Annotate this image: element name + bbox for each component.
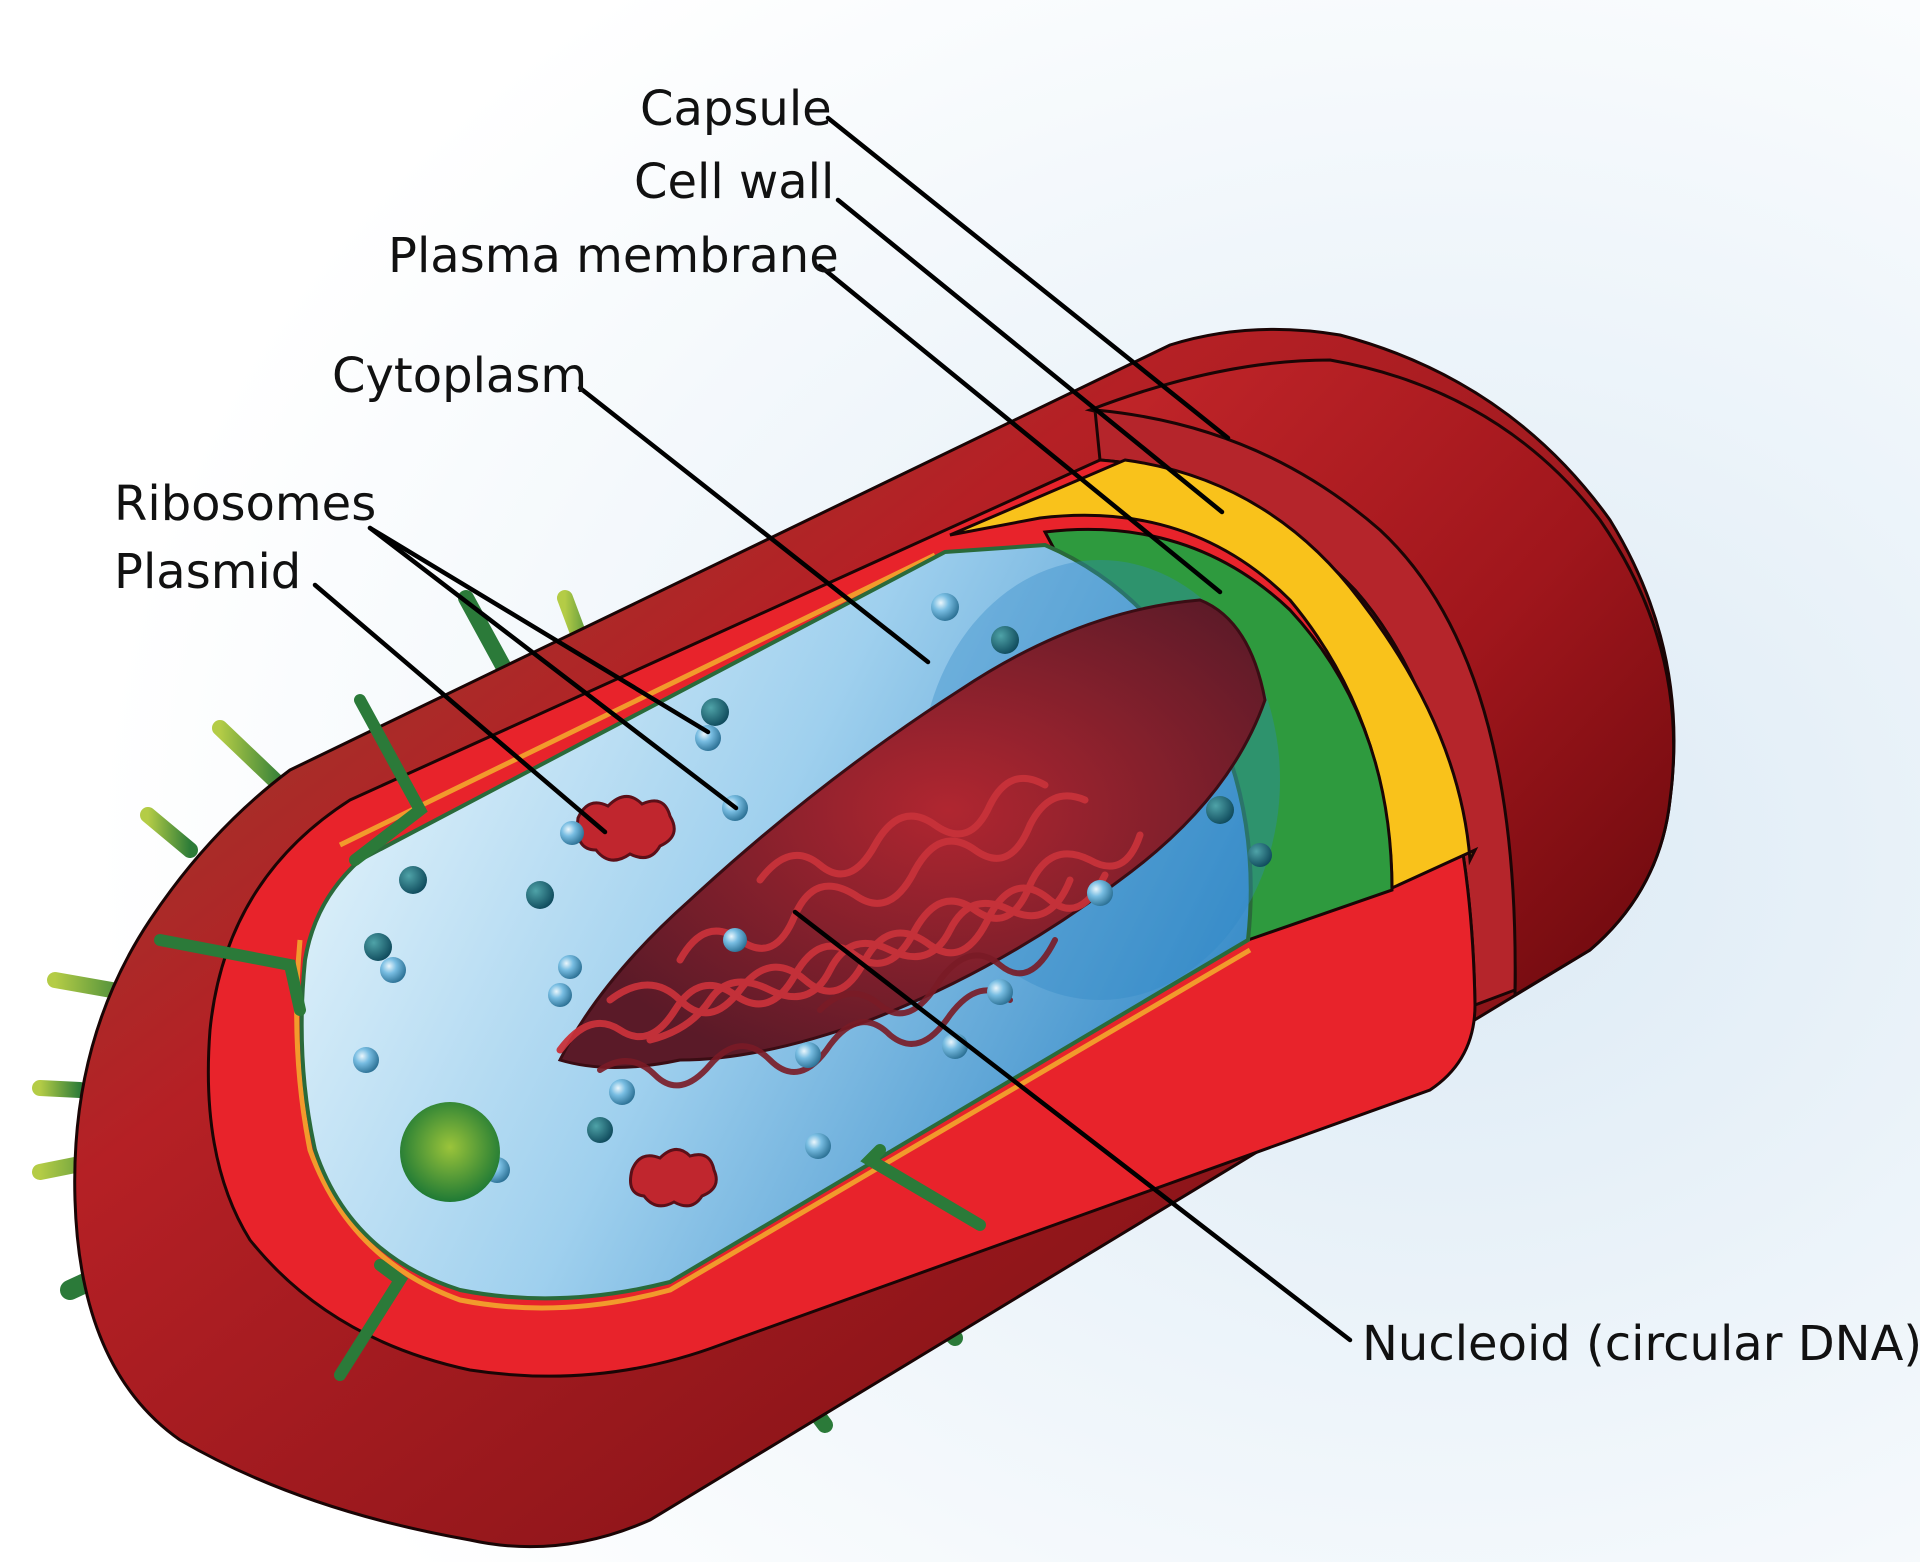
- membrane-outline: [294, 552, 1252, 1311]
- ribosome: [987, 979, 1013, 1005]
- label-nucleoid: Nucleoid (circular DNA): [1362, 1316, 1920, 1372]
- ribosome: [609, 1079, 635, 1105]
- ribosome: [353, 1047, 379, 1073]
- plasmid: [575, 795, 676, 862]
- plasma-membrane-leader: [817, 263, 1223, 595]
- label-capsule: Capsule: [640, 81, 832, 137]
- label-plasma-membrane: Plasma membrane: [388, 228, 839, 284]
- wall-strut: [334, 1259, 409, 1381]
- cell-wall-leader: [835, 197, 1225, 515]
- ribosome: [1206, 796, 1234, 824]
- inclusion-body: [400, 1102, 500, 1202]
- ribosome: [991, 626, 1019, 654]
- dna-strand: [646, 876, 1074, 1044]
- dna-strand: [817, 937, 1058, 1017]
- ribosome: [701, 698, 729, 726]
- ribosome: [931, 593, 959, 621]
- pilus: [212, 720, 293, 798]
- wall-strut: [154, 934, 306, 1016]
- pilus: [140, 807, 198, 858]
- dna-strand: [756, 774, 1049, 884]
- ribosome: [558, 955, 582, 979]
- label-cell-wall: Cell wall: [634, 154, 834, 210]
- ribosome: [587, 1117, 613, 1143]
- ribosomes-leader: [367, 525, 739, 811]
- ribosome: [548, 983, 572, 1007]
- ribosome: [380, 957, 406, 983]
- label-ribosomes: Ribosomes: [114, 476, 376, 532]
- ribosomes: [353, 593, 1272, 1183]
- label-cytoplasm: Cytoplasm: [332, 348, 587, 404]
- ribosome: [560, 821, 584, 845]
- ribosome: [526, 881, 554, 909]
- pilus: [458, 590, 516, 683]
- ribosome: [805, 1133, 831, 1159]
- nucleoid-leader: [792, 909, 1353, 1343]
- plasmids: [575, 795, 718, 1208]
- label-plasmid: Plasmid: [114, 544, 301, 600]
- dna-strand: [556, 831, 1144, 1054]
- ribosome: [695, 725, 721, 751]
- capsule-leader: [825, 115, 1231, 441]
- ribosomes-leader: [367, 525, 711, 735]
- wall-strut: [349, 694, 428, 866]
- ribosome: [795, 1042, 821, 1068]
- ribosome: [399, 866, 427, 894]
- pilus: [32, 1080, 88, 1098]
- plasmid-leader: [312, 582, 608, 835]
- cytoplasm-leader: [577, 385, 931, 665]
- ribosome: [723, 928, 747, 952]
- wall-strut: [860, 1144, 986, 1231]
- ribosome: [1087, 880, 1113, 906]
- plasmid: [629, 1148, 718, 1208]
- cell-wall-cut-face: [949, 458, 1479, 891]
- wall-struts: [154, 694, 986, 1381]
- leader-lines: [312, 115, 1353, 1343]
- ribosome: [364, 933, 392, 961]
- ribosome: [1248, 843, 1272, 867]
